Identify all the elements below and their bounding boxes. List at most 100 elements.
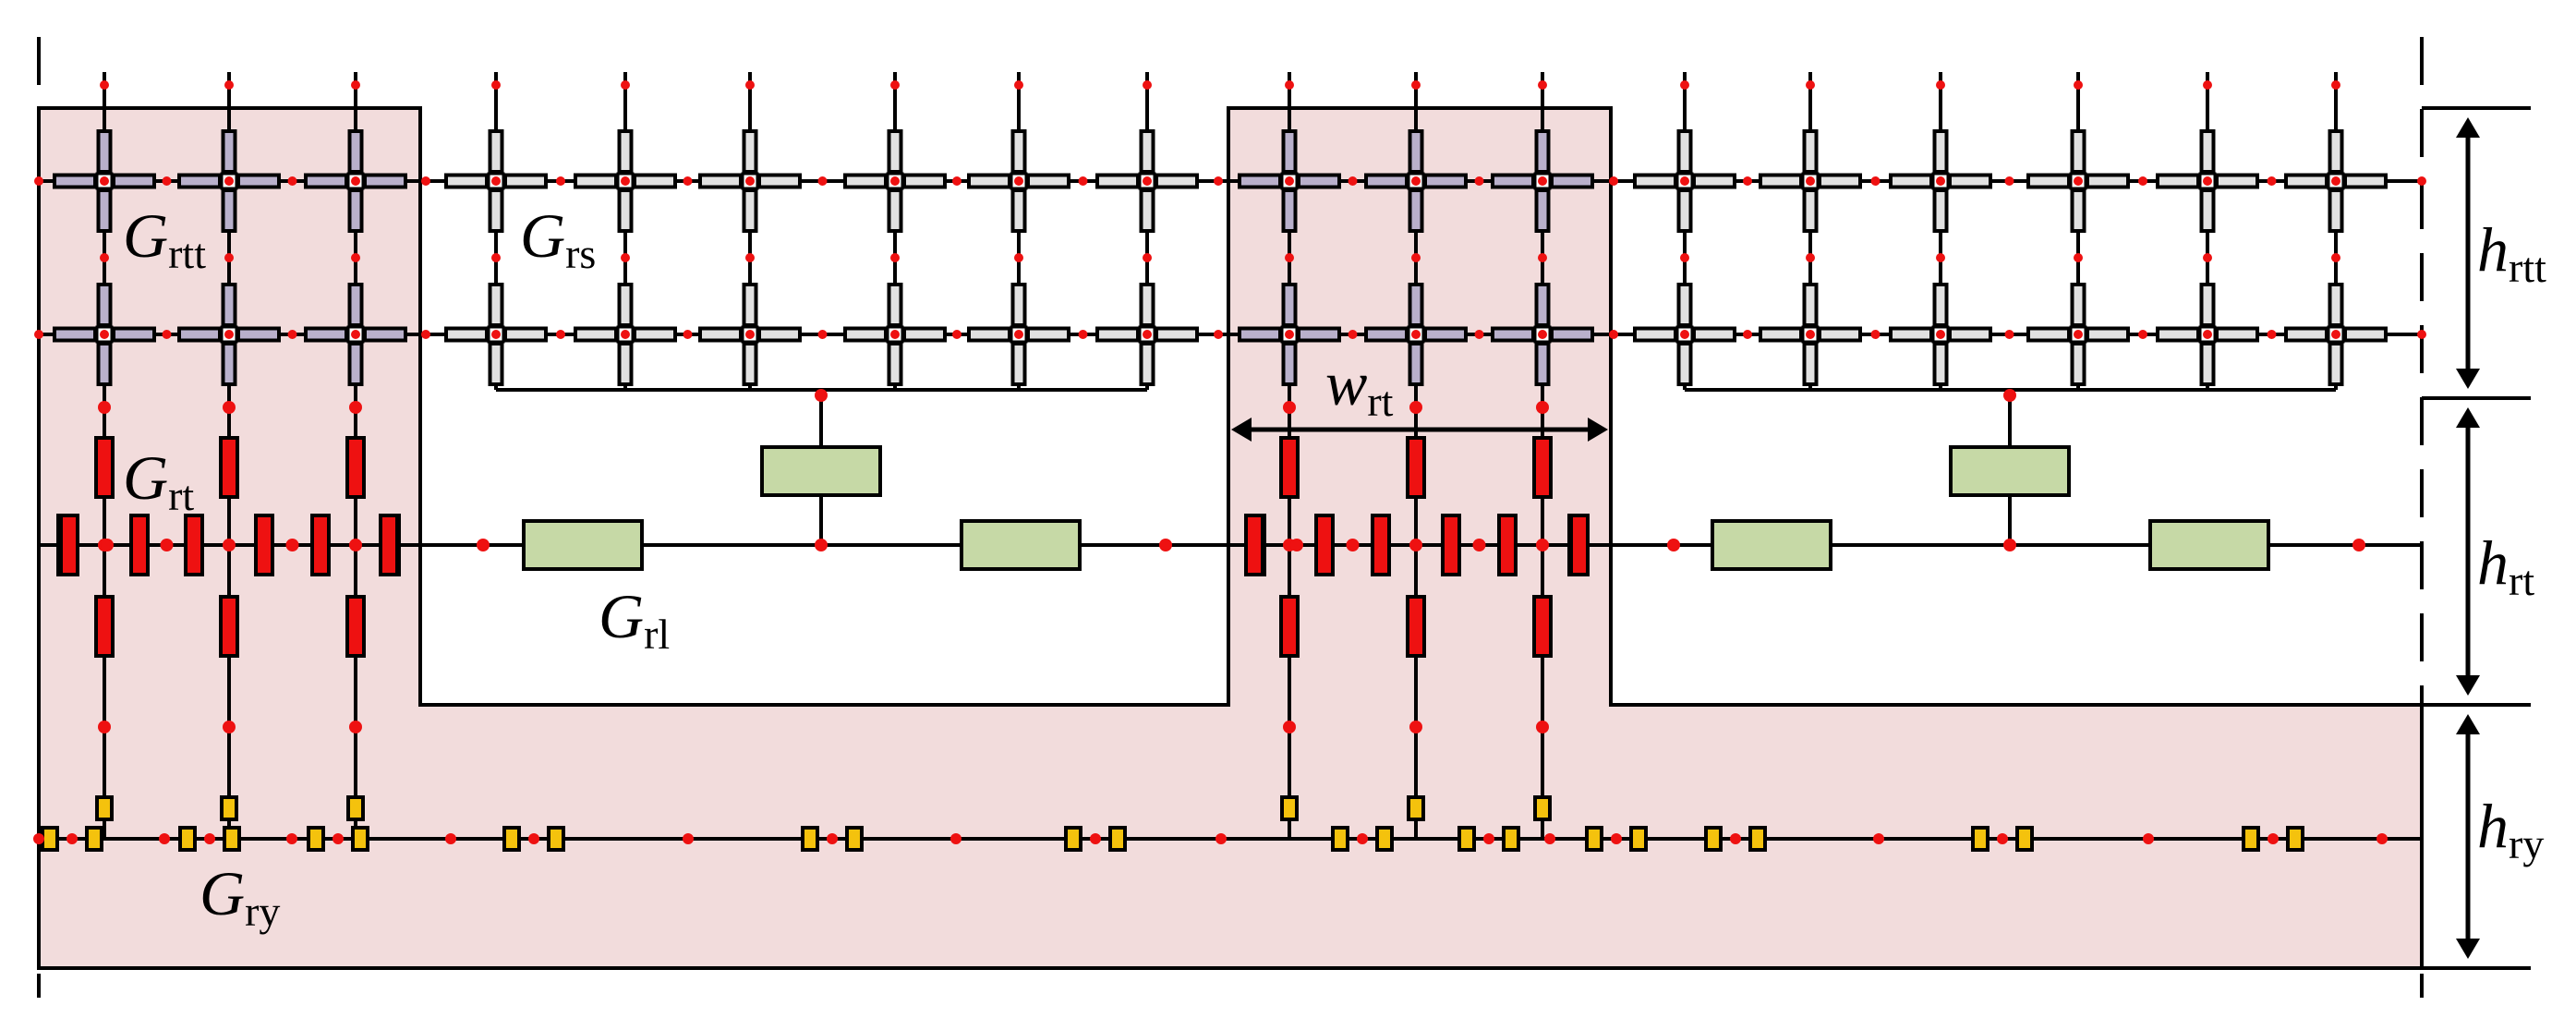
network-node [2074, 80, 2083, 90]
network-node [1014, 80, 1023, 90]
network-node [100, 176, 109, 186]
network-node [952, 330, 961, 339]
leakage-element [2148, 519, 2270, 571]
network-node [1873, 833, 1884, 844]
tip-vertical-element [1932, 188, 1949, 233]
tip-horizontal-element [304, 326, 348, 343]
tip-vertical-element [887, 188, 903, 233]
tip-vertical-element [1534, 342, 1551, 386]
network-elements [41, 129, 2388, 852]
tip-vertical-element [1139, 283, 1155, 327]
network-node [1806, 176, 1815, 186]
tooth-horizontal-element [1497, 514, 1518, 576]
tip-vertical-element [488, 129, 504, 174]
yoke-element [351, 826, 369, 852]
yoke-element [2015, 826, 2034, 852]
tooth-vertical-element [219, 595, 239, 658]
slot-leakage-element [1949, 445, 2071, 497]
tip-horizontal-element [236, 326, 281, 343]
tip-horizontal-element [2086, 173, 2130, 189]
network-node [1348, 330, 1358, 339]
tooth-horizontal-element [254, 514, 274, 576]
tip-vertical-element [1932, 129, 1949, 174]
network-node [1283, 721, 1296, 733]
tip-vertical-element [1932, 342, 1949, 386]
tip-horizontal-element [2215, 326, 2259, 343]
tip-vertical-element [1408, 342, 1424, 386]
network-node [1730, 833, 1741, 844]
tip-horizontal-element [112, 326, 156, 343]
network-node [745, 176, 755, 186]
network-node [1536, 539, 1549, 551]
tooth-yoke-link-element [220, 795, 238, 821]
tip-vertical-element [2199, 188, 2216, 233]
tip-vertical-element [617, 129, 634, 174]
yoke-element [2242, 826, 2260, 852]
tip-vertical-element [1408, 129, 1424, 174]
tip-vertical-element [2070, 188, 2086, 233]
tip-vertical-element [742, 188, 758, 233]
network-node [1474, 176, 1484, 186]
network-node [1143, 176, 1152, 186]
network-node [351, 176, 360, 186]
network-node [1346, 539, 1360, 551]
tip-vertical-element [742, 342, 758, 386]
network-node [2004, 176, 2014, 186]
network-node [162, 330, 172, 339]
tooth-horizontal-element [1569, 514, 1590, 576]
tip-horizontal-element [1297, 173, 1341, 189]
tip-horizontal-element [1423, 173, 1468, 189]
tip-horizontal-element [53, 173, 97, 189]
tip-horizontal-element [698, 326, 743, 343]
network-node [890, 80, 900, 90]
tip-vertical-element [2328, 283, 2344, 327]
tip-vertical-element [221, 129, 237, 174]
network-node [1743, 176, 1752, 186]
arrow-head [2456, 117, 2480, 138]
arrow-head [2456, 369, 2480, 389]
tip-horizontal-element [1692, 326, 1736, 343]
network-node [351, 330, 360, 339]
network-node [815, 539, 828, 551]
network-node [491, 253, 501, 262]
network-node [817, 330, 828, 339]
network-nodes [33, 80, 2426, 844]
network-node [621, 80, 630, 90]
arrow-head [2456, 407, 2480, 428]
yoke-element [223, 826, 241, 852]
tooth-yoke-link-element [1407, 795, 1425, 821]
network-node [817, 176, 828, 186]
network-node [2203, 176, 2212, 186]
leakage-element [522, 519, 644, 571]
yoke-element [502, 826, 521, 852]
tip-horizontal-element [1550, 326, 1594, 343]
tip-vertical-element [887, 129, 903, 174]
network-node [1285, 80, 1294, 90]
tip-vertical-element [221, 342, 237, 386]
network-node [445, 833, 456, 844]
network-node [1014, 253, 1023, 262]
tip-horizontal-element [503, 326, 548, 343]
network-node [815, 389, 828, 402]
tip-horizontal-element [902, 326, 947, 343]
tip-horizontal-element [1818, 326, 1862, 343]
yoke-element [85, 826, 103, 852]
network-node [223, 539, 236, 551]
tooth-yoke-link-element [95, 795, 114, 821]
label-g-ry: Gry [200, 858, 280, 935]
network-node [827, 833, 838, 844]
network-node [2331, 176, 2340, 186]
tip-vertical-element [887, 283, 903, 327]
network-node [890, 176, 900, 186]
tip-horizontal-element [757, 326, 802, 343]
network-node [2331, 80, 2340, 90]
network-node [2417, 330, 2426, 339]
yoke-element [801, 826, 819, 852]
tip-vertical-element [347, 283, 364, 327]
tooth-horizontal-element [184, 514, 204, 576]
yoke-element [1108, 826, 1127, 852]
tip-vertical-element [742, 129, 758, 174]
tip-horizontal-element [1818, 173, 1862, 189]
label-g-rs: Grs [520, 200, 596, 277]
